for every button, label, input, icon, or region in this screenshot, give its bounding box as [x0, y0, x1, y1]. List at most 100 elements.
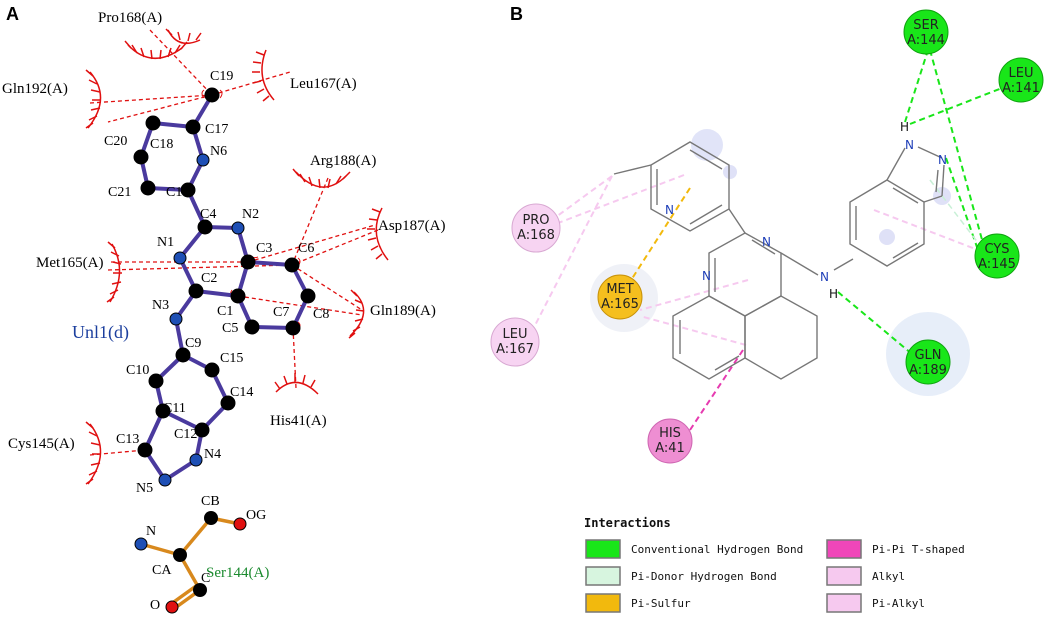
- residue-leu141-id: A:141: [1002, 81, 1040, 96]
- atom-label-c15: C15: [220, 351, 243, 366]
- pro168-arc: [124, 40, 188, 60]
- residue-gln189-name: GLN: [914, 348, 941, 363]
- panel-a-ligand-atoms: [133, 87, 316, 487]
- residue-met165: MET A:165: [597, 274, 643, 320]
- atom-label-c11: C11: [163, 401, 186, 416]
- atom-label-c7: C7: [273, 305, 289, 320]
- ligand-name: Unl1(d): [72, 322, 129, 343]
- pro168-arc-2: [165, 28, 202, 45]
- residue-leu141: LEU A:141: [998, 57, 1044, 103]
- residue-pro168-name: PRO: [522, 213, 549, 228]
- pyrimidine-n-right-label: N: [762, 235, 771, 249]
- legend-label-pi-pi-tshaped: Pi-Pi T-shaped: [872, 543, 965, 556]
- atom-label-n1: N1: [157, 235, 174, 250]
- atom-label-c19: C19: [210, 69, 233, 84]
- atom-label-c16: C16: [166, 185, 189, 200]
- residue-leu167-name: LEU: [503, 327, 528, 342]
- residue-gln189-id: A:189: [909, 363, 947, 378]
- ser144-label: Ser144(A): [206, 565, 269, 581]
- panel-a-atom-labels: C19 C17 C18 C20 N6 C21 C16 C4 N2 N1 C3 C…: [104, 69, 329, 496]
- legend-swatch-conventional-hbond: [585, 539, 621, 559]
- atom-label-c17: C17: [205, 122, 228, 137]
- residue-label-pro168: Pro168(A): [98, 10, 162, 26]
- amine-n-label: N: [820, 270, 829, 284]
- atom-label-c2: C2: [201, 271, 217, 286]
- atom-label-c20: C20: [104, 134, 127, 149]
- atom-label-n2: N2: [242, 207, 259, 222]
- legend-swatch-pi-alkyl: [826, 593, 862, 613]
- atom-label-c12: C12: [174, 427, 197, 442]
- residue-pro168: PRO A:168: [511, 203, 561, 253]
- residue-cys145-id: A:145: [978, 257, 1016, 272]
- panel-b-interaction-lines: [529, 49, 1003, 431]
- residue-his41-name: HIS: [659, 426, 681, 441]
- panel-a-residue-labels: Pro168(A) Leu167(A) Gln192(A) Arg188(A) …: [2, 10, 446, 452]
- residue-label-arg188: Arg188(A): [310, 153, 376, 169]
- legend-label-pi-donor-hbond: Pi-Donor Hydrogen Bond: [631, 570, 777, 583]
- residue-ser144: SER A:144: [903, 9, 949, 55]
- atom-label-c13: C13: [116, 432, 139, 447]
- residue-his41-id: A:41: [655, 441, 685, 456]
- panel-b-residues: SER A:144 LEU A:141 CYS A:145 GLN A:189 …: [490, 9, 1044, 464]
- panel-a-residue-arcs: [85, 28, 389, 485]
- residue-leu167: LEU A:167: [490, 317, 540, 367]
- atom-label-n3: N3: [152, 298, 169, 313]
- atom-label-n6: N6: [210, 144, 227, 159]
- asp187-arc: [367, 207, 389, 261]
- residue-label-met165: Met165(A): [36, 255, 104, 271]
- residue-cys145-name: CYS: [984, 242, 1009, 257]
- panel-b-structure: [613, 141, 945, 380]
- met165-arc: [106, 241, 122, 303]
- legend-swatch-pi-pi-tshaped: [826, 539, 862, 559]
- residue-leu141-name: LEU: [1009, 66, 1034, 81]
- residue-label-asp187: Asp187(A): [378, 218, 446, 234]
- atom-label-n5: N5: [136, 481, 153, 496]
- atom-label-c10: C10: [126, 363, 149, 378]
- atom-label-c8: C8: [313, 307, 329, 322]
- ser-atom-cb: CB: [201, 494, 220, 509]
- legend-label-alkyl: Alkyl: [872, 570, 905, 583]
- ser-atom-og: OG: [246, 508, 266, 523]
- interactions-legend: Interactions Conventional Hydrogen Bond …: [584, 516, 965, 613]
- atom-label-c4: C4: [200, 207, 216, 222]
- leu167-arc: [252, 49, 275, 102]
- ser-atom-o: O: [150, 598, 160, 613]
- cys145-arc: [85, 421, 102, 485]
- ser-atom-n: N: [146, 524, 156, 539]
- serine-fragment: CB OG N CA C O Ser144(A): [134, 494, 269, 614]
- residue-met165-name: MET: [606, 282, 633, 297]
- residue-label-cys145: Cys145(A): [8, 436, 75, 452]
- residue-his41: HIS A:41: [647, 418, 693, 464]
- residue-label-gln192: Gln192(A): [2, 81, 68, 97]
- atom-label-c21: C21: [108, 185, 131, 200]
- pyridine-n-label: N: [665, 203, 674, 217]
- residue-label-gln189: Gln189(A): [370, 303, 436, 319]
- residue-ser144-id: A:144: [907, 33, 945, 48]
- legend-label-pi-alkyl: Pi-Alkyl: [872, 597, 925, 610]
- atom-label-c3: C3: [256, 241, 272, 256]
- atom-label-c18: C18: [150, 137, 173, 152]
- atom-label-c1: C1: [217, 304, 233, 319]
- residue-label-his41: His41(A): [270, 413, 327, 429]
- atom-label-c14: C14: [230, 385, 253, 400]
- indazole-n1-label: N: [905, 138, 914, 152]
- residue-leu167-id: A:167: [496, 342, 534, 357]
- residue-label-leu167: Leu167(A): [290, 76, 357, 92]
- indazole-h-label: H: [900, 120, 909, 134]
- atom-label-n4: N4: [204, 447, 221, 462]
- atom-label-c5: C5: [222, 321, 238, 336]
- indazole-n2-label: N: [938, 153, 947, 167]
- panel-a-letter: A: [6, 4, 19, 24]
- arg188-arc: [292, 168, 351, 189]
- legend-label-pi-sulfur: Pi-Sulfur: [631, 597, 691, 610]
- legend-title: Interactions: [584, 516, 671, 530]
- panel-b-letter: B: [510, 4, 523, 24]
- residue-gln189: GLN A:189: [905, 339, 951, 385]
- pyrimidine-n-left-label: N: [702, 269, 711, 283]
- gln192-arc: [85, 69, 102, 129]
- gln189-arc: [348, 289, 365, 339]
- panel-b-structure-labels: N N N N H N N H: [665, 120, 947, 301]
- legend-swatch-alkyl: [826, 566, 862, 586]
- amine-h-label: H: [829, 287, 838, 301]
